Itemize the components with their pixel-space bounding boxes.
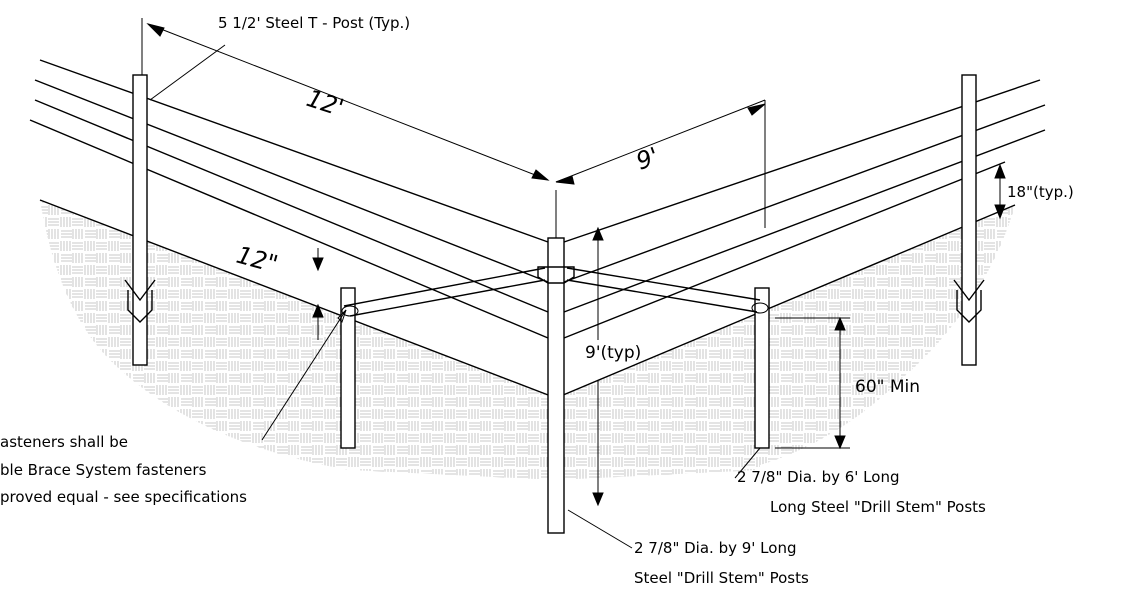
dim-post-length [592,226,604,507]
corner-fastener [537,266,575,284]
corner-post [547,237,565,534]
brace-right [566,267,769,314]
wire-left-1 [39,59,549,243]
tpost-leader [149,44,226,101]
label-tpost: 5 1/2' Steel T - Post (Typ.) [218,14,410,32]
label-embed-min: 60" Min [855,377,920,397]
t-post-anchor-left [124,279,156,323]
wire-left-2 [34,79,549,283]
drill6-leader [734,447,761,479]
note-leader [261,309,347,441]
label-span-left: 12' [303,84,347,122]
label-wire-spacing: 18"(typ.) [1007,183,1074,201]
dim-span-left [141,18,550,181]
wire-right-4 [563,161,1006,339]
label-drill6-line1: 2 7/8" Dia. by 6' Long [737,468,899,486]
label-top-offset: 12" [233,241,280,279]
label-note-line3: proved equal - see specifications [0,488,247,506]
drill9-leader [567,509,633,549]
wire-right-1 [563,79,1041,243]
dim-span-right [555,99,766,238]
wire-left-4 [29,119,549,339]
ground-soil [40,200,1015,480]
t-post-right [953,74,985,366]
label-drill9-line1: 2 7/8" Dia. by 9' Long [634,539,796,557]
brace-post-left [340,287,356,449]
label-drill6-line2: Long Steel "Drill Stem" Posts [770,498,986,516]
label-drill9-line2: Steel "Drill Stem" Posts [634,569,809,587]
label-note-line2: ble Brace System fasteners [0,461,207,479]
wire-left-3 [34,99,549,313]
label-post-length: 9'(typ) [585,343,641,363]
t-post-anchor-right [953,279,985,323]
dim-wire-spacing [994,163,1006,220]
fence-wires-left [29,59,549,339]
label-span-right: 9' [632,142,662,176]
dim-embed-min [775,316,850,450]
brace-post-right [754,287,770,449]
brace-left [341,267,546,317]
label-note-line1: asteners shall be [0,433,128,451]
dim-top-offset [312,248,324,340]
t-post-left [124,74,156,366]
